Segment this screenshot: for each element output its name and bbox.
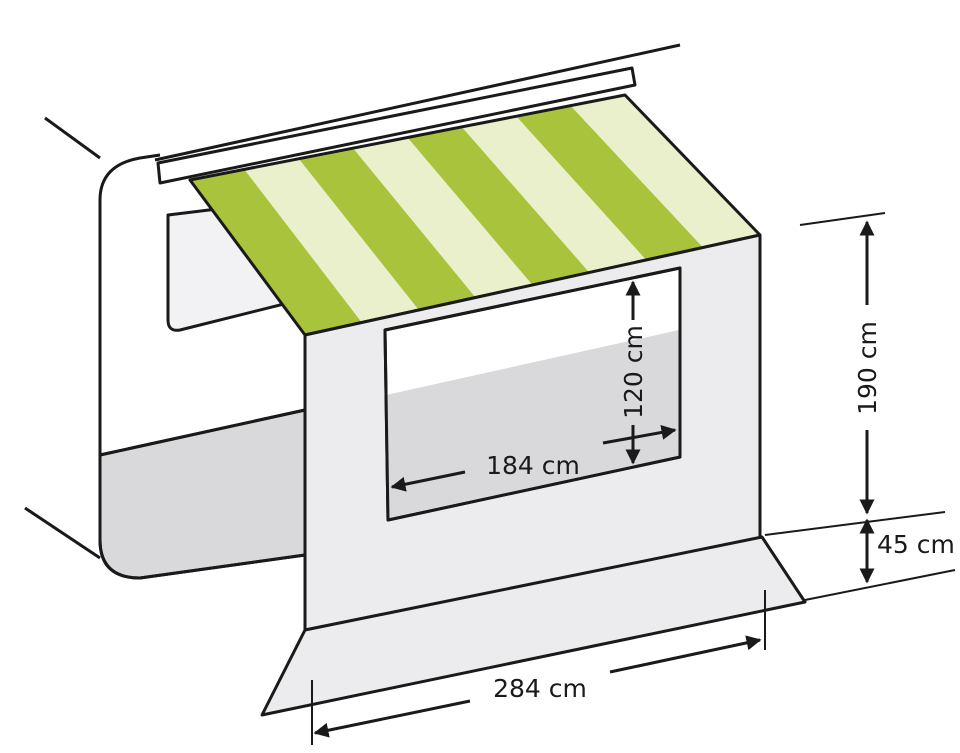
caravan-body bbox=[98, 153, 306, 580]
caravan-window bbox=[166, 203, 302, 332]
width-184-label: 184 cm bbox=[486, 451, 580, 480]
height-45-label: 45 cm bbox=[877, 530, 955, 559]
height-190-label: 190 cm bbox=[853, 321, 882, 415]
ext-line-bottom bbox=[804, 569, 956, 601]
awning-roof bbox=[190, 95, 760, 335]
roof-stripe-pale bbox=[244, 158, 419, 323]
roof-stripe-green bbox=[516, 105, 704, 260]
roof-stripe-pale bbox=[461, 116, 647, 273]
caravan-bottom-edge bbox=[24, 506, 101, 560]
ext-line-top bbox=[799, 212, 886, 226]
panel-window-frame bbox=[383, 266, 682, 522]
skirt bbox=[260, 535, 807, 717]
width-284-arrow-right bbox=[609, 635, 762, 674]
width-184-arrow-left bbox=[390, 470, 466, 492]
width-284-label: 284 cm bbox=[493, 674, 587, 703]
roof-stripe-pale bbox=[353, 137, 533, 298]
roof-stripe-green bbox=[407, 126, 590, 285]
height-120-label: 120 cm bbox=[619, 325, 648, 419]
width-184-arrow-right bbox=[602, 425, 677, 445]
roof-stripe-pale bbox=[570, 95, 760, 248]
window-view-lower bbox=[386, 330, 679, 518]
awning-rail-top bbox=[154, 43, 681, 162]
caravan-roof-edge bbox=[44, 116, 101, 160]
awning-rail-box bbox=[156, 66, 637, 185]
caravan-stripe-line bbox=[99, 408, 306, 457]
width-284-arrow-left bbox=[313, 699, 471, 738]
roof-stripe-green bbox=[190, 169, 362, 335]
roof-stripe-green bbox=[298, 148, 476, 310]
caravan-lower-panel bbox=[98, 408, 307, 580]
ext-line-mid bbox=[764, 511, 946, 536]
